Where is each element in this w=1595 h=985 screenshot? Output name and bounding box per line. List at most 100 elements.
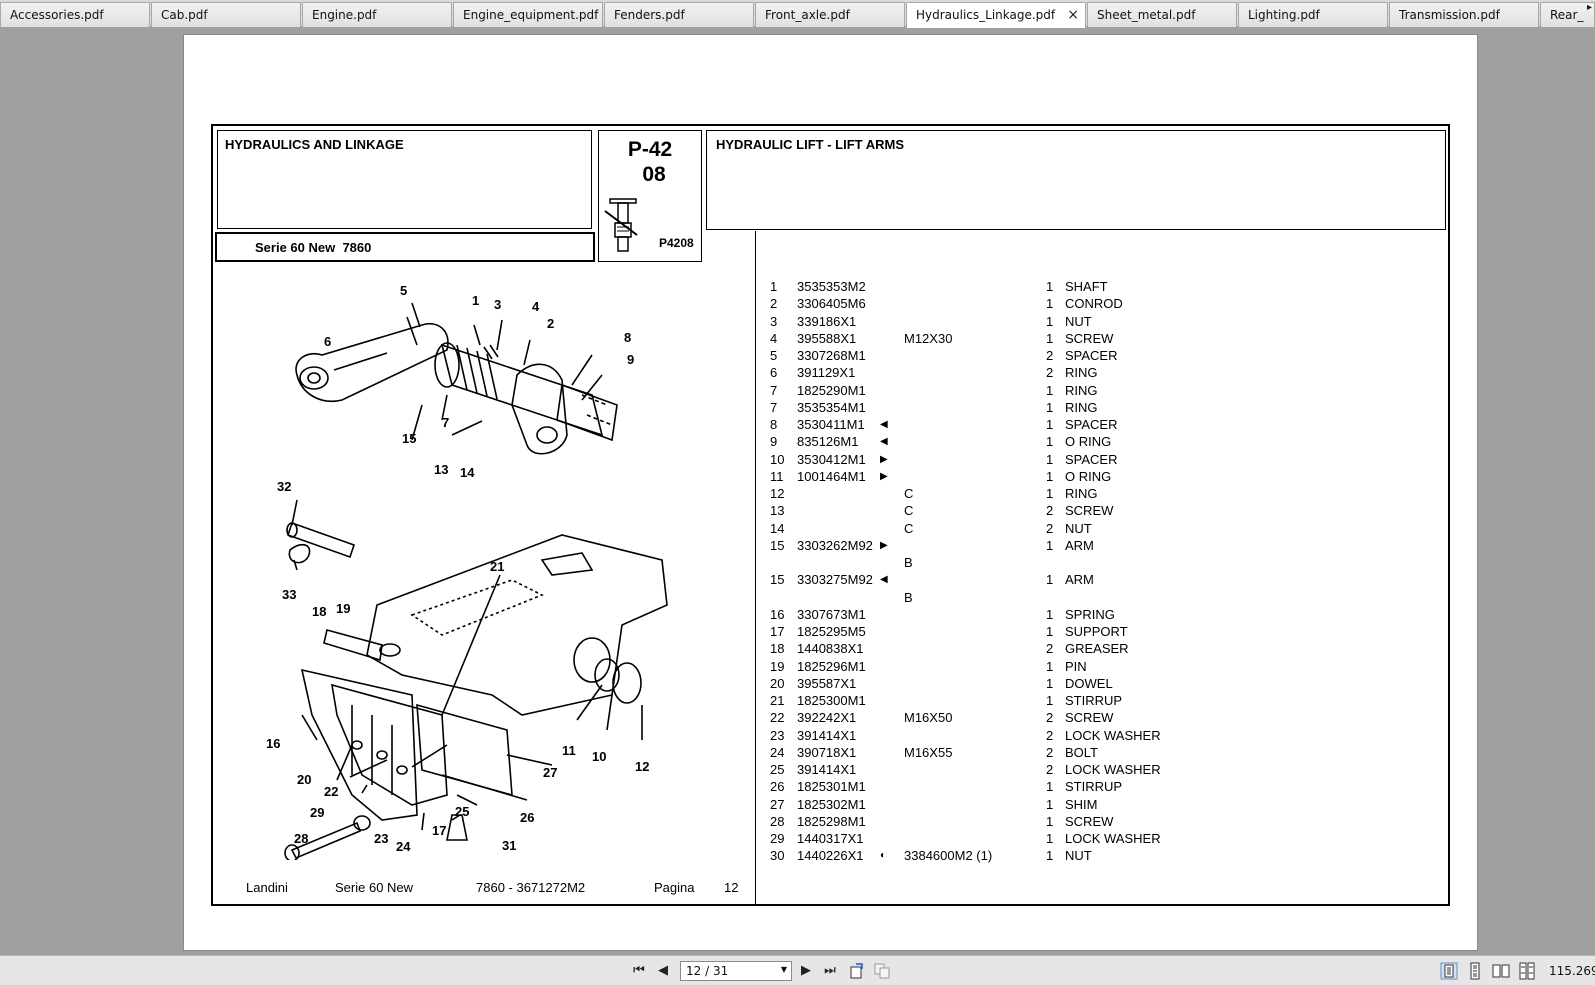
first-page-icon[interactable]: ⏮	[633, 963, 645, 978]
callout-3: 3	[494, 297, 501, 312]
part-quantity: 2	[1046, 710, 1054, 726]
part-code: 835126M1	[797, 434, 859, 450]
tab-lighting[interactable]: Lighting.pdf	[1238, 2, 1388, 27]
part-note: C	[904, 520, 914, 536]
part-position: 30	[770, 848, 785, 864]
callout-23: 23	[374, 831, 388, 846]
part-marker: ▶	[880, 539, 888, 551]
part-position: 21	[770, 693, 785, 708]
part-code: 339186X1	[797, 313, 857, 329]
part-description: GREASER	[1065, 641, 1129, 657]
prev-page-icon[interactable]: ◀	[658, 963, 668, 978]
next-page-icon[interactable]: ▶	[801, 963, 811, 978]
callout-5: 5	[400, 283, 407, 298]
tab-label: Hydraulics_Linkage.pdf	[916, 8, 1056, 22]
part-position: 1	[770, 279, 778, 294]
part-description: STIRRUP	[1065, 779, 1123, 795]
part-description: NUT	[1065, 313, 1092, 329]
part-position: 14	[770, 520, 785, 536]
part-description: SCREW	[1065, 813, 1114, 829]
page-select[interactable]: 12 / 31 ▼	[680, 961, 792, 981]
part-position: 25	[770, 762, 785, 777]
footer-page-number: 12	[724, 880, 739, 895]
callout-6: 6	[324, 334, 331, 349]
tab-transmission[interactable]: Transmission.pdf	[1389, 2, 1539, 27]
tab-label: Engine_equipment.pdf	[463, 8, 599, 22]
footer-series: Serie 60 New	[335, 880, 414, 895]
callout-11: 11	[562, 743, 576, 758]
part-description: SCREW	[1065, 503, 1114, 519]
part-quantity: 1	[1046, 624, 1054, 639]
callout-15: 15	[402, 431, 416, 446]
zoom-level[interactable]: 115.269	[1549, 964, 1595, 978]
tab-engine-equipment[interactable]: Engine_equipment.pdf	[453, 2, 603, 27]
tab-sheet-metal[interactable]: Sheet_metal.pdf	[1087, 2, 1237, 27]
part-quantity: 1	[1046, 313, 1054, 329]
tab-label: Accessories.pdf	[10, 8, 104, 22]
part-quantity: 1	[1046, 693, 1054, 708]
callout-1: 1	[472, 293, 479, 308]
part-quantity: 1	[1046, 399, 1054, 415]
facing-view-icon[interactable]	[1492, 962, 1510, 980]
part-description: BOLT	[1065, 744, 1098, 760]
part-quantity: 1	[1046, 675, 1054, 691]
part-position: 13	[770, 503, 785, 519]
tab-front-axle[interactable]: Front_axle.pdf	[755, 2, 905, 27]
tab-accessories[interactable]: Accessories.pdf	[0, 2, 150, 27]
callout-28: 28	[294, 831, 308, 846]
last-page-icon[interactable]: ⏭	[824, 963, 836, 978]
part-marker: ◀	[880, 436, 888, 448]
part-code: 1825296M1	[797, 658, 866, 674]
part-code: 391414X1	[797, 762, 857, 777]
part-note: 3384600M2 (1)	[904, 848, 993, 864]
part-quantity: 1	[1046, 813, 1054, 829]
part-description: ARM	[1065, 537, 1094, 553]
tab-hydraulics-linkage[interactable]: Hydraulics_Linkage.pdf ×	[906, 2, 1086, 28]
part-description: O RING	[1065, 434, 1112, 450]
part-description: SHIM	[1065, 796, 1098, 812]
tab-label: Sheet_metal.pdf	[1097, 8, 1196, 22]
tab-cab[interactable]: Cab.pdf	[151, 2, 301, 27]
part-quantity: 1	[1046, 417, 1054, 432]
part-description: LOCK WASHER	[1065, 727, 1161, 743]
part-code: 3530412M1	[797, 451, 866, 467]
continuous-facing-view-icon[interactable]	[1518, 962, 1536, 980]
callout-9: 9	[627, 352, 634, 367]
rotate-page-icon[interactable]	[848, 962, 866, 980]
callout-31: 31	[502, 838, 516, 853]
single-page-view-icon[interactable]	[1440, 962, 1458, 980]
tab-label: Front_axle.pdf	[765, 8, 850, 22]
part-code: 1440838X1	[797, 641, 864, 657]
close-icon[interactable]: ×	[1067, 7, 1079, 23]
section-title-box: HYDRAULICS AND LINKAGE	[217, 130, 592, 229]
part-description: DOWEL	[1065, 675, 1113, 691]
copy-page-icon[interactable]	[873, 962, 891, 980]
tab-rear[interactable]: Rear_	[1540, 2, 1595, 27]
part-position: 27	[770, 796, 785, 812]
part-code: 1825301M1	[797, 779, 866, 795]
tab-fenders[interactable]: Fenders.pdf	[604, 2, 754, 27]
series-label: Serie 60 New 7860	[255, 240, 372, 255]
part-code: 1825302M1	[797, 796, 866, 812]
tab-label: Rear_	[1550, 8, 1584, 22]
part-quantity: 1	[1046, 796, 1054, 812]
continuous-view-icon[interactable]	[1466, 962, 1484, 980]
part-description: RING	[1065, 486, 1098, 501]
tab-scroll-right-icon[interactable]: ▸	[1586, 2, 1592, 13]
footer-page-label: Pagina	[654, 880, 695, 895]
part-quantity: 2	[1046, 503, 1054, 519]
part-description: SPACER	[1065, 451, 1118, 467]
tab-engine[interactable]: Engine.pdf	[302, 2, 452, 27]
